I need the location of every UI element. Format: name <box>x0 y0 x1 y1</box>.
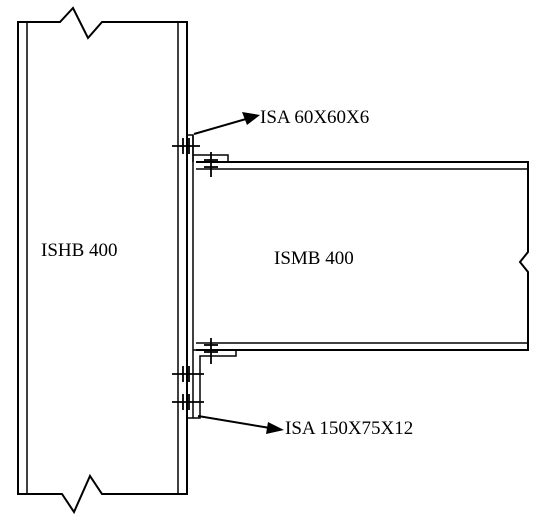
bottom-cleat-angle <box>193 349 237 419</box>
arrowhead-bottom <box>266 422 284 434</box>
leader-line-top <box>193 118 247 135</box>
bottom-angle-outline <box>193 349 237 419</box>
bolt-bottom-horizontal-1 <box>172 366 204 382</box>
bolt-top-vertical <box>204 152 218 177</box>
beam-outline <box>196 161 529 351</box>
label-beam-section: ISMB 400 <box>274 248 354 269</box>
arrowhead-top <box>242 112 260 125</box>
column <box>17 6 188 515</box>
bolt-bottom-vertical <box>204 338 218 364</box>
label-seat-angle: ISA 60X60X6 <box>260 107 369 128</box>
bolt-bottom-horizontal-2 <box>172 394 204 410</box>
leader-arrow-top <box>193 112 260 135</box>
label-cleat-angle: ISA 150X75X12 <box>285 418 413 439</box>
bolt-top-horizontal <box>172 138 200 154</box>
beam <box>196 161 529 351</box>
leader-arrow-bottom <box>197 415 284 434</box>
bolts <box>172 138 218 410</box>
plate-outline <box>187 134 194 419</box>
connection-plate <box>187 134 194 419</box>
top-seat-angle <box>192 135 229 162</box>
leader-line-bottom <box>197 415 271 429</box>
label-column-section: ISHB 400 <box>41 240 118 261</box>
column-outer-outline <box>17 6 188 515</box>
top-angle-outline <box>192 135 229 162</box>
